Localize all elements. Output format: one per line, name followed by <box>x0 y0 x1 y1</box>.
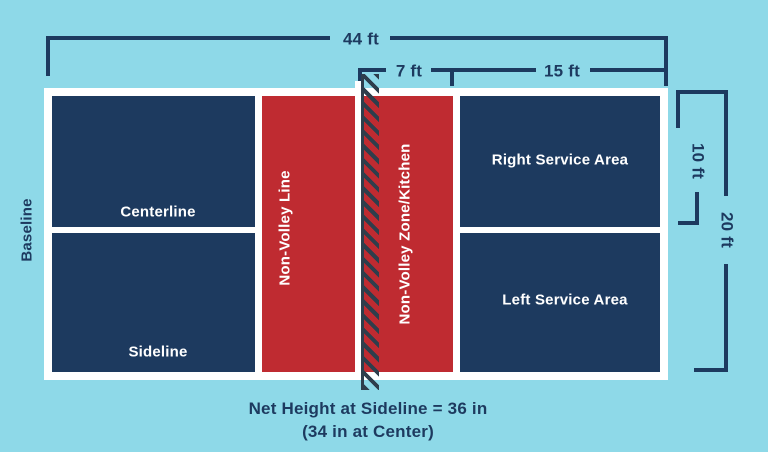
non-volley-line-label: Non-Volley Line <box>276 170 294 286</box>
net-centerline-strip <box>355 81 361 380</box>
dim-15ft-line-right <box>590 68 668 72</box>
zone-bottom-left-service <box>52 233 255 372</box>
net-height-note-line2: (34 in at Center) <box>302 422 434 441</box>
dim-15ft-line-left <box>454 68 536 72</box>
dim-20ft-cap-bottom <box>694 368 728 372</box>
zone-left-service-bottom <box>460 233 660 372</box>
dim-7ft-line-left <box>358 68 386 72</box>
dim-10ft-cap-bottom <box>678 221 699 225</box>
centerline-label: Centerline <box>120 203 196 221</box>
dim-44ft-line-right <box>390 36 668 40</box>
dim-15ft-tick-left <box>450 68 454 86</box>
right-service-area-label: Right Service Area <box>491 151 629 169</box>
zone-right-service-top <box>460 96 660 227</box>
dim-7ft-tick-left <box>358 68 362 86</box>
dim-44ft-line-left <box>46 36 330 40</box>
dim-44ft-label: 44 ft <box>343 29 379 49</box>
dim-10ft-tick-top <box>676 90 680 128</box>
zone-left-kitchen <box>262 96 356 372</box>
non-volley-zone-label: Non-Volley Zone/Kitchen <box>396 143 414 325</box>
dim-7ft-line-right <box>431 68 452 72</box>
net <box>361 74 379 390</box>
dim-15ft-label: 15 ft <box>544 61 580 81</box>
net-height-note-line1: Net Height at Sideline = 36 in <box>248 399 488 418</box>
sideline-label: Sideline <box>128 343 188 361</box>
net-height-note: Net Height at Sideline = 36 in (34 in at… <box>249 397 488 443</box>
dim-10ft-label: 10 ft <box>688 143 708 179</box>
dim-7ft-label: 7 ft <box>395 61 423 81</box>
dim-20ft-line-top <box>724 90 728 196</box>
zone-top-left-service <box>52 96 255 227</box>
baseline-label: Baseline <box>18 198 36 262</box>
dim-44ft-tick-right <box>664 36 668 86</box>
dim-right-top-cap <box>676 90 728 94</box>
left-service-area-label: Left Service Area <box>502 291 628 309</box>
dim-44ft-tick-left <box>46 36 50 76</box>
dim-20ft-label: 20 ft <box>717 212 737 248</box>
dim-20ft-line-bottom <box>724 264 728 372</box>
dim-10ft-line-bottom <box>695 192 699 225</box>
